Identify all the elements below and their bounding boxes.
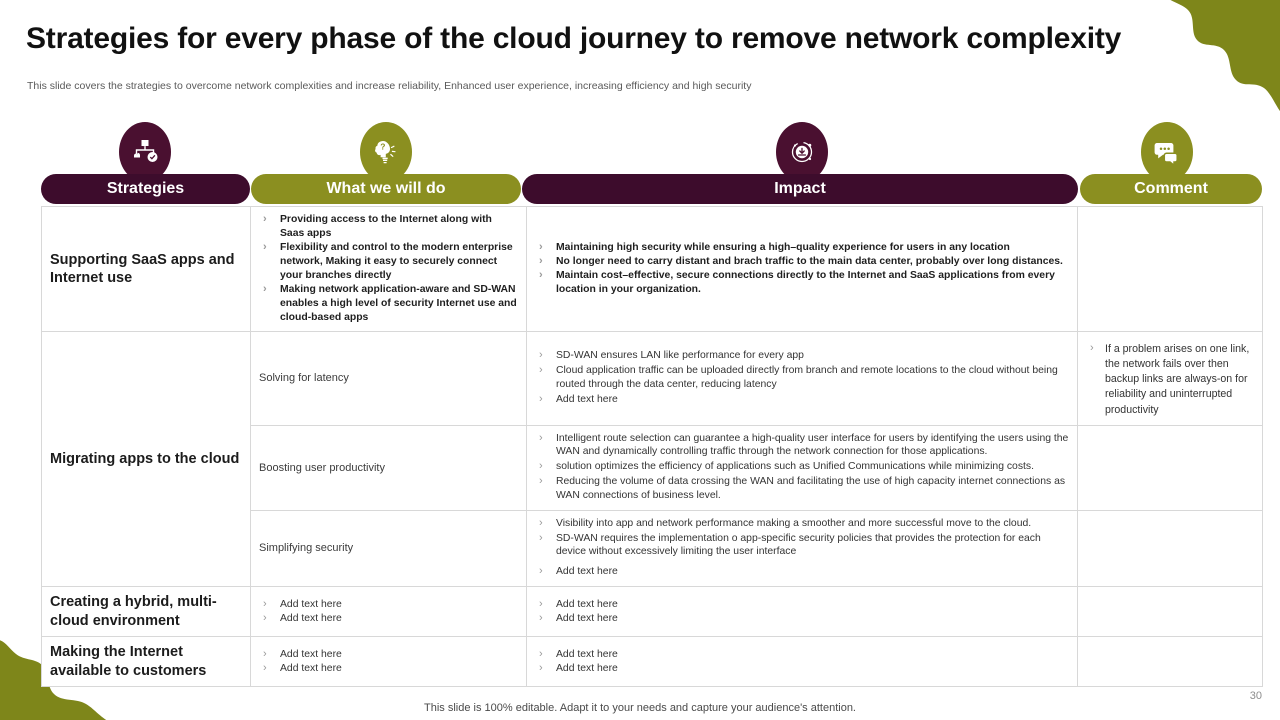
bullet-list: Visibility into app and network performa… [535, 516, 1069, 579]
table-row: Making the Internet available to custome… [41, 636, 1263, 688]
list-item: Intelligent route selection can guarante… [535, 431, 1069, 460]
impact-cell: Visibility into app and network performa… [526, 509, 1078, 587]
bullet-list: Maintaining high security while ensuring… [535, 240, 1069, 297]
column-header-comment[interactable]: Comment [1080, 174, 1262, 204]
bullet-list: SD-WAN ensures LAN like performance for … [535, 348, 1069, 407]
speech-bubbles-icon [1141, 122, 1193, 182]
table-row: Simplifying security Visibility into app… [42, 509, 1263, 587]
what-cell: Solving for latency [250, 331, 527, 426]
impact-cell: Add text here Add text here [526, 636, 1078, 688]
target-impact-icon [776, 122, 828, 182]
list-item: SD-WAN ensures LAN like performance for … [535, 348, 1069, 363]
strategy-cell: Making the Internet available to custome… [41, 636, 251, 688]
page-subtitle: This slide covers the strategies to over… [27, 80, 752, 92]
comment-cell [1077, 205, 1263, 333]
what-cell: Boosting user productivity [250, 424, 527, 511]
list-item: Add text here [535, 392, 1069, 407]
what-cell: Add text here Add text here [250, 636, 527, 688]
list-item: Add text here [259, 647, 518, 662]
list-item: Providing access to the Internet along w… [259, 212, 518, 241]
table-row: Boosting user productivity Intelligent r… [42, 424, 1263, 511]
impact-cell: SD-WAN ensures LAN like performance for … [526, 331, 1078, 426]
bullet-list: Add text here Add text here [535, 597, 1069, 626]
column-header-zone: ? Strategies ? What we will do [0, 122, 1280, 206]
list-item: Add text here [535, 611, 1069, 626]
list-item: Add text here [535, 647, 1069, 662]
column-header-label: What we will do [326, 180, 446, 197]
comment-cell [1077, 509, 1263, 587]
list-item: Add text here [259, 661, 518, 676]
impact-cell: Intelligent route selection can guarante… [526, 424, 1078, 511]
list-item: solution optimizes the efficiency of app… [535, 459, 1069, 474]
list-item: Maintaining high security while ensuring… [535, 240, 1069, 255]
what-cell: Providing access to the Internet along w… [250, 205, 527, 333]
list-item: No longer need to carry distant and brac… [535, 254, 1069, 269]
page-title: Strategies for every phase of the cloud … [26, 22, 1122, 55]
list-item: Reducing the volume of data crossing the… [535, 474, 1069, 503]
svg-text:?: ? [143, 142, 147, 148]
list-item: Add text here [535, 564, 1069, 579]
comment-cell [1077, 636, 1263, 688]
strategies-table: Supporting SaaS apps and Internet use Pr… [41, 205, 1263, 688]
bullet-list: Add text here Add text here [259, 597, 518, 626]
comment-cell: If a problem arises on one link, the net… [1077, 331, 1263, 426]
comment-cell [1077, 424, 1263, 511]
table-row: Migrating apps to the cloud Solving for … [41, 331, 1263, 587]
table-row: Creating a hybrid, multi-cloud environme… [41, 585, 1263, 638]
what-cell: Add text here Add text here [250, 585, 527, 638]
bullet-list: If a problem arises on one link, the net… [1086, 341, 1254, 417]
page-number: 30 [1249, 690, 1262, 702]
list-item: Add text here [259, 611, 518, 626]
bullet-list: Intelligent route selection can guarante… [535, 431, 1069, 503]
comment-cell [1077, 585, 1263, 638]
footer-note: This slide is 100% editable. Adapt it to… [424, 702, 856, 714]
list-item: Add text here [259, 597, 518, 612]
column-header-impact[interactable]: Impact [522, 174, 1078, 204]
column-header-what-we-will-do[interactable]: What we will do [251, 174, 521, 204]
list-item: Making network application-aware and SD-… [259, 282, 518, 325]
bullet-list: Add text here Add text here [535, 647, 1069, 676]
brain-idea-icon: ? [360, 122, 412, 182]
bullet-list: Providing access to the Internet along w… [259, 212, 518, 325]
list-item: SD-WAN requires the implementation o app… [535, 531, 1069, 560]
bullet-list: Add text here Add text here [259, 647, 518, 676]
list-item: Cloud application traffic can be uploade… [535, 363, 1069, 392]
list-item: Add text here [535, 597, 1069, 612]
column-header-label: Strategies [106, 180, 185, 197]
strategy-cell: Migrating apps to the cloud [41, 331, 251, 587]
what-cell: Simplifying security [250, 509, 527, 587]
list-item: Flexibility and control to the modern en… [259, 240, 518, 283]
impact-cell: Add text here Add text here [526, 585, 1078, 638]
list-item: Add text here [535, 661, 1069, 676]
column-header-label: Impact [774, 180, 826, 197]
table-row: Supporting SaaS apps and Internet use Pr… [41, 205, 1263, 333]
strategy-cell: Creating a hybrid, multi-cloud environme… [41, 585, 251, 638]
list-item: Maintain cost–effective, secure connecti… [535, 268, 1069, 297]
column-header-strategies[interactable]: Strategies [41, 174, 250, 204]
decorative-corner-top-right [1170, 0, 1280, 112]
strategy-network-icon: ? [119, 122, 171, 182]
column-header-label: Comment [1134, 180, 1208, 197]
list-item: Visibility into app and network performa… [535, 516, 1069, 531]
strategy-cell: Supporting SaaS apps and Internet use [41, 205, 251, 333]
impact-cell: Maintaining high security while ensuring… [526, 205, 1078, 333]
svg-text:?: ? [380, 142, 385, 152]
list-item: If a problem arises on one link, the net… [1086, 341, 1254, 417]
